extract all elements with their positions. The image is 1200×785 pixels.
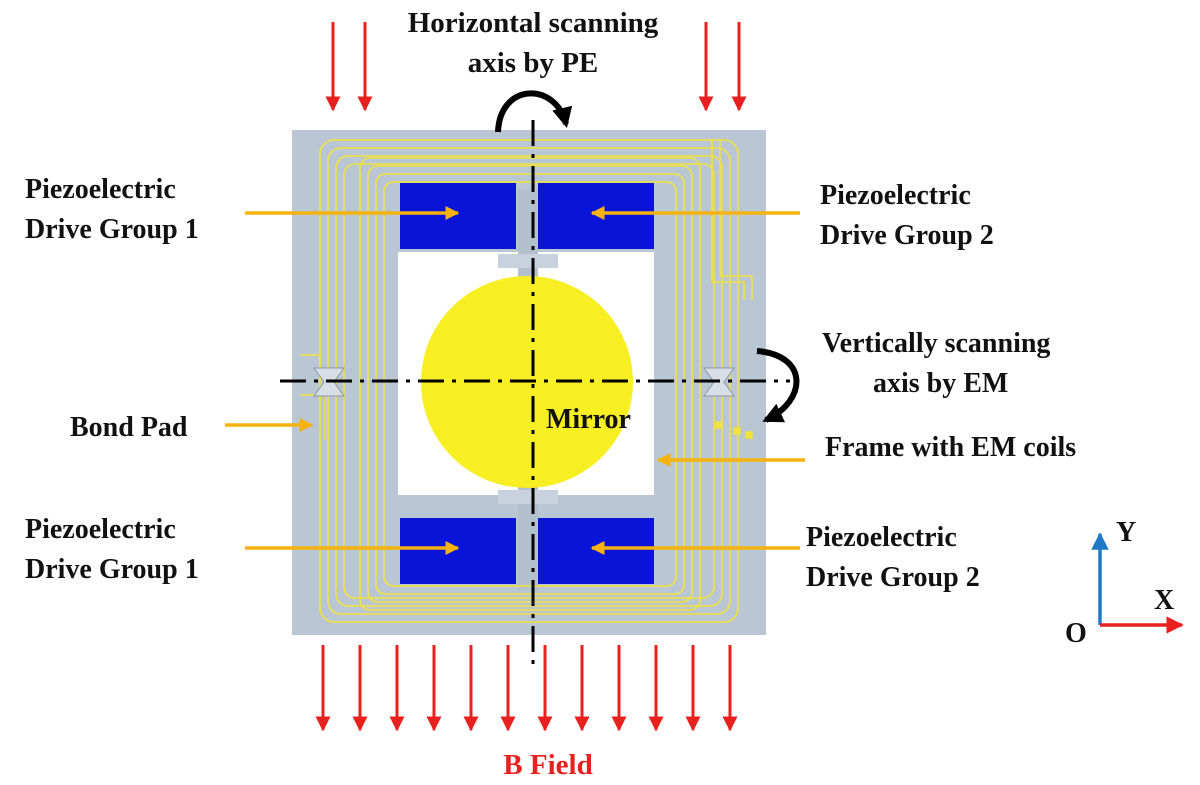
- coordinate-axes: [1091, 532, 1184, 634]
- torsion-hinges: [313, 254, 735, 504]
- b-field-label: B Field: [503, 749, 592, 781]
- pe-group1-bottom-label-line2: Drive Group 1: [25, 554, 199, 585]
- pointer-arrows: [225, 206, 805, 555]
- mirror-label: Mirror: [546, 404, 631, 435]
- horizontal-rotation-arrow-icon: [495, 90, 573, 133]
- pe-actuator-top-right: [538, 183, 654, 249]
- vertical-axis-label-line1: Vertically scanning: [822, 328, 1050, 359]
- axis-y-label: Y: [1116, 517, 1136, 548]
- pe-group2-top-label-line2: Drive Group 2: [820, 220, 994, 251]
- rotation-arrows: [495, 90, 800, 423]
- vertical-axis-label-line2: axis by EM: [873, 368, 1008, 399]
- bond-pad-label: Bond Pad: [70, 412, 188, 443]
- pe-actuator-top-left: [400, 183, 516, 249]
- pe-group2-bottom-label-line1: Piezoelectric: [806, 522, 957, 553]
- pe-group2-top-label-line1: Piezoelectric: [820, 180, 971, 211]
- b-field-arrows-bottom: [315, 645, 738, 732]
- pe-actuator-bottom-left: [400, 518, 516, 584]
- pe-group1-top-label-line1: Piezoelectric: [25, 174, 176, 205]
- horizontal-axis-label-line1: Horizontal scanning: [408, 7, 659, 39]
- axis-x-label: X: [1154, 585, 1174, 616]
- b-field-arrows-top: [325, 22, 747, 112]
- axis-origin-label: O: [1065, 618, 1087, 649]
- frame-label: Frame with EM coils: [825, 432, 1076, 463]
- horizontal-axis-label-line2: axis by PE: [468, 47, 599, 79]
- pe-group1-top-label-line2: Drive Group 1: [25, 214, 199, 245]
- diagram-labels: Horizontal scanning axis by PE Piezoelec…: [25, 7, 1174, 781]
- scan-axes: [280, 120, 790, 670]
- pe-group1-bottom-label-line1: Piezoelectric: [25, 514, 176, 545]
- pe-group2-bottom-label-line2: Drive Group 2: [806, 562, 980, 593]
- vertical-rotation-arrow-icon: [756, 348, 800, 423]
- pe-actuator-bottom-right: [538, 518, 654, 584]
